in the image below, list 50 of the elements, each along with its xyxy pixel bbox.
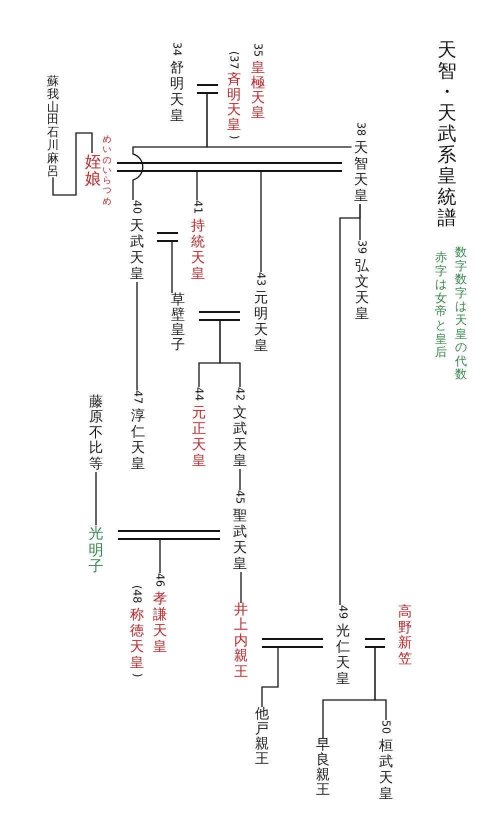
double-line bbox=[199, 311, 240, 321]
connector-line bbox=[171, 242, 173, 293]
name-label: 47 淳仁天皇 bbox=[128, 390, 148, 472]
name-label: 井上内親王 bbox=[232, 603, 250, 680]
double-line bbox=[197, 84, 218, 94]
connector-line bbox=[374, 648, 387, 720]
connector-line bbox=[196, 172, 198, 200]
double-line bbox=[262, 638, 323, 648]
connector-line bbox=[159, 540, 161, 573]
name-label: 49 光仁天皇 bbox=[334, 605, 352, 687]
double-line bbox=[118, 530, 220, 540]
name-label: 45 聖武天皇 bbox=[230, 490, 250, 572]
double-line bbox=[365, 638, 385, 648]
connector-line bbox=[52, 132, 93, 196]
name-label: 光明子 bbox=[86, 525, 106, 576]
connector-line bbox=[239, 469, 241, 490]
note-text: 赤字は女帝と皇后 bbox=[434, 251, 448, 360]
name-label: 35 皇極天皇 bbox=[250, 43, 266, 121]
name-label: 34 舒明天皇 bbox=[168, 42, 186, 124]
name-label: 46 孝謙天皇 bbox=[152, 573, 168, 655]
name-label: 蘇我山田石川麻呂 bbox=[45, 75, 61, 178]
name-label: 41 持統天皇 bbox=[188, 200, 208, 282]
double-line bbox=[117, 162, 342, 172]
double-line bbox=[157, 232, 178, 242]
name-label: 姪娘 bbox=[82, 153, 104, 187]
connector-line bbox=[95, 472, 97, 525]
connector-line bbox=[219, 321, 241, 387]
name-label: 38 天智天皇 bbox=[352, 122, 370, 204]
connector-line bbox=[260, 172, 262, 272]
name-label: (37 斉明天皇) bbox=[226, 51, 242, 140]
connector-line bbox=[136, 282, 138, 390]
connector-line bbox=[261, 648, 279, 707]
name-label: 50 桓武天皇 bbox=[376, 720, 396, 802]
ruby-text: めいのいらつめ bbox=[102, 135, 112, 208]
name-label: 39 弘文天皇 bbox=[352, 240, 372, 322]
name-label: 42 文武天皇 bbox=[230, 387, 250, 469]
name-label: 44 元正天皇 bbox=[190, 387, 208, 469]
name-label: 藤原不比等 bbox=[86, 395, 106, 472]
connector-line bbox=[339, 204, 361, 605]
name-label: 高野新笠 bbox=[396, 605, 414, 667]
name-label: 早良親王 bbox=[314, 738, 332, 798]
name-label: 40 天武天皇 bbox=[128, 200, 146, 282]
note-text: 数字数字は天皇の代数 bbox=[454, 246, 468, 382]
name-label: 43 元明天皇 bbox=[252, 272, 270, 354]
name-label: 草壁皇子 bbox=[168, 293, 188, 353]
connector-line bbox=[132, 94, 208, 200]
title: 天智・天武系皇統譜 bbox=[436, 40, 458, 229]
connector-line bbox=[240, 572, 242, 603]
name-label: 他戸親王 bbox=[252, 707, 272, 767]
name-label: (48 称徳天皇) bbox=[129, 585, 145, 678]
